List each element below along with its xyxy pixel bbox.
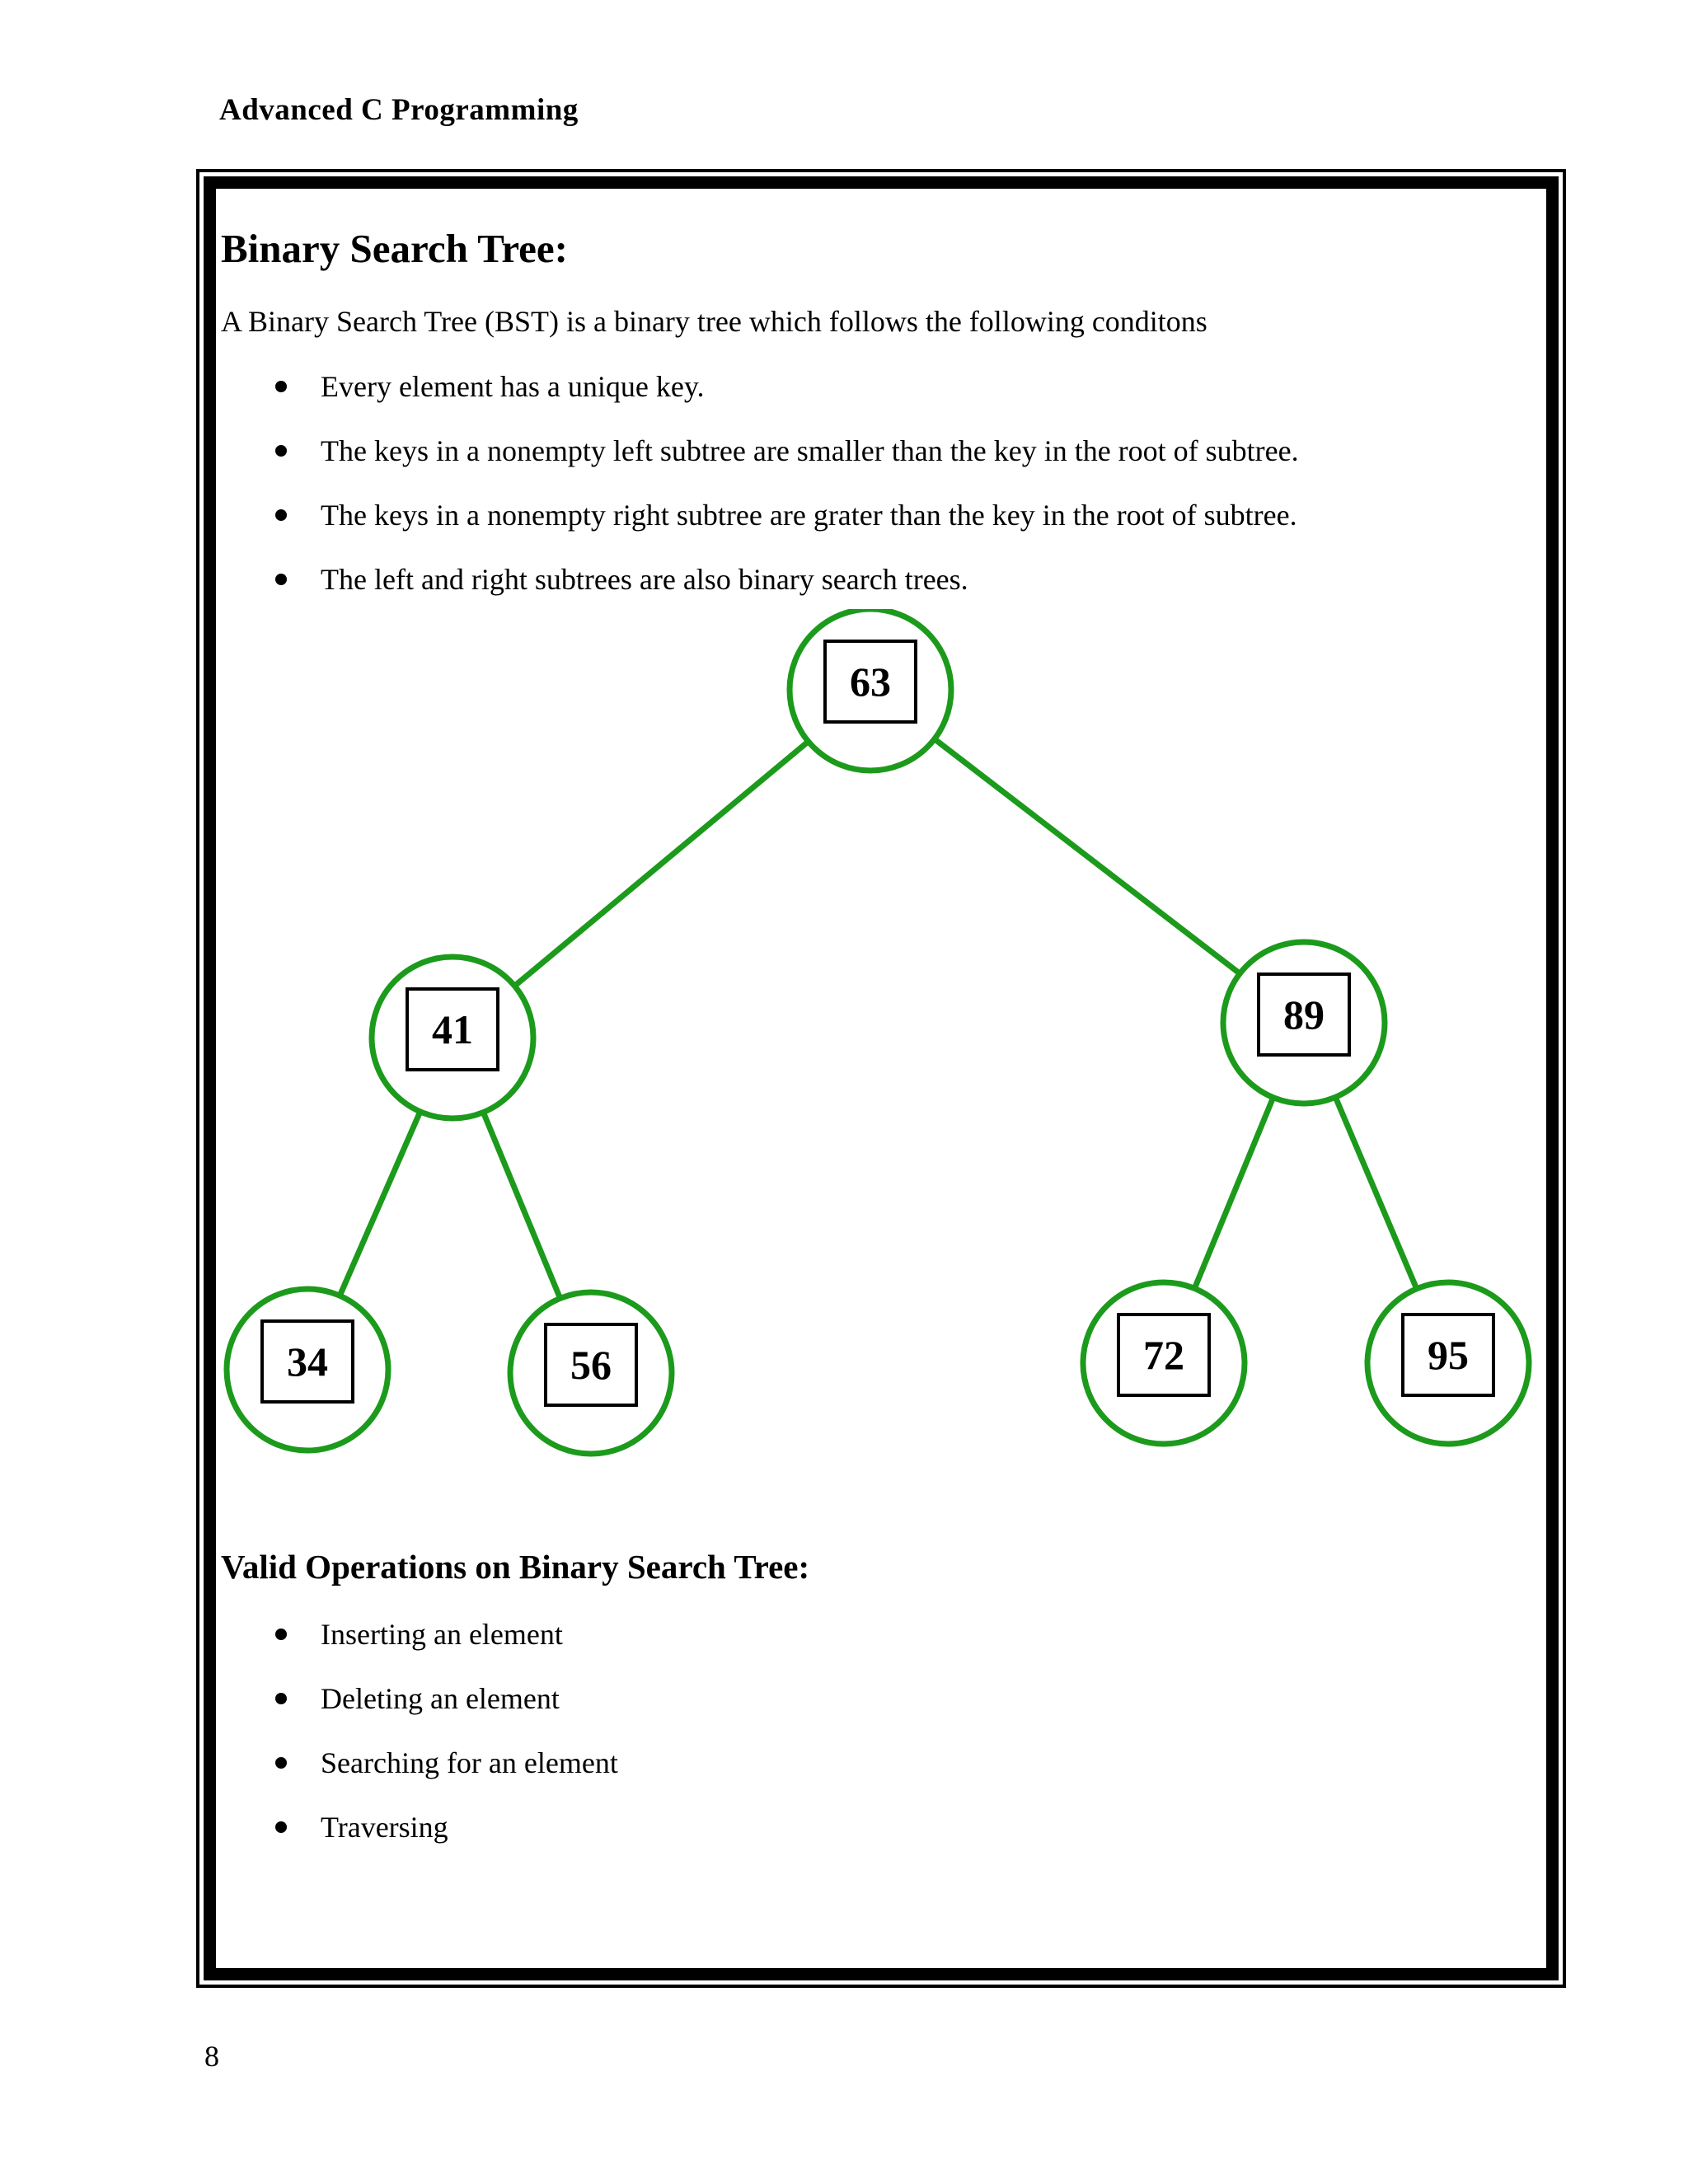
node-box [823, 640, 917, 724]
list-item-text: Deleting an element [321, 1682, 560, 1715]
bullet-icon [275, 445, 287, 457]
node-value: 63 [850, 658, 891, 705]
node-box [1117, 1313, 1211, 1397]
tree-edge-63-89 [868, 687, 1306, 1025]
page-number: 8 [204, 2040, 219, 2073]
list-item-text: Inserting an element [321, 1618, 563, 1651]
list-item-text: Every element has a unique key. [321, 370, 705, 403]
tree-node-56: 56 [507, 1289, 675, 1457]
intro-paragraph: A Binary Search Tree (BST) is a binary t… [221, 305, 1207, 338]
list-item: The left and right subtrees are also bin… [275, 561, 1528, 598]
bst-tree-diagram: 63 41 89 34 56 72 95 [199, 609, 1569, 1483]
operations-title: Valid Operations on Binary Search Tree: [221, 1548, 810, 1586]
list-item-text: The keys in a nonempty left subtree are … [321, 434, 1299, 467]
node-box [406, 987, 499, 1071]
list-item-text: The left and right subtrees are also bin… [321, 563, 968, 596]
node-value: 89 [1283, 991, 1325, 1038]
bullet-icon [275, 1693, 287, 1704]
bst-conditions-list: Every element has a unique key. The keys… [275, 368, 1528, 626]
tree-node-72: 72 [1080, 1279, 1248, 1447]
operations-list: Inserting an element Deleting an element… [275, 1616, 1264, 1873]
node-value: 95 [1428, 1332, 1469, 1378]
node-box [1257, 972, 1351, 1057]
node-value: 34 [287, 1338, 328, 1385]
bst-tree-svg: 63 41 89 34 56 72 95 [223, 609, 1532, 1457]
bullet-icon [275, 509, 287, 521]
node-value: 72 [1143, 1332, 1184, 1378]
tree-node-95: 95 [1364, 1279, 1532, 1447]
list-item: Searching for an element [275, 1745, 1264, 1781]
node-value: 56 [570, 1342, 612, 1388]
list-item-text: Searching for an element [321, 1746, 618, 1779]
section-title: Binary Search Tree: [221, 226, 568, 271]
node-box [260, 1319, 354, 1404]
tree-node-63: 63 [786, 609, 954, 774]
list-item-text: The keys in a nonempty right subtree are… [321, 499, 1297, 532]
list-item: Traversing [275, 1809, 1264, 1845]
node-value: 41 [432, 1006, 473, 1052]
node-box [1401, 1313, 1495, 1397]
list-item-text: Traversing [321, 1811, 448, 1844]
node-box [544, 1323, 638, 1407]
tree-edge-63-41 [450, 687, 873, 1040]
list-item: The keys in a nonempty right subtree are… [275, 497, 1528, 533]
bullet-icon [275, 574, 287, 585]
list-item: Inserting an element [275, 1616, 1264, 1652]
bullet-icon [275, 1757, 287, 1769]
tree-node-89: 89 [1220, 939, 1388, 1107]
bullet-icon [275, 1821, 287, 1833]
tree-node-41: 41 [368, 954, 537, 1122]
list-item: Every element has a unique key. [275, 368, 1528, 405]
bullet-icon [275, 1629, 287, 1640]
content-frame: Binary Search Tree: A Binary Search Tree… [196, 169, 1566, 1988]
bullet-icon [275, 381, 287, 392]
page-header: Advanced C Programming [219, 93, 579, 127]
tree-node-34: 34 [223, 1286, 392, 1454]
list-item: Deleting an element [275, 1680, 1264, 1717]
list-item: The keys in a nonempty left subtree are … [275, 433, 1528, 469]
